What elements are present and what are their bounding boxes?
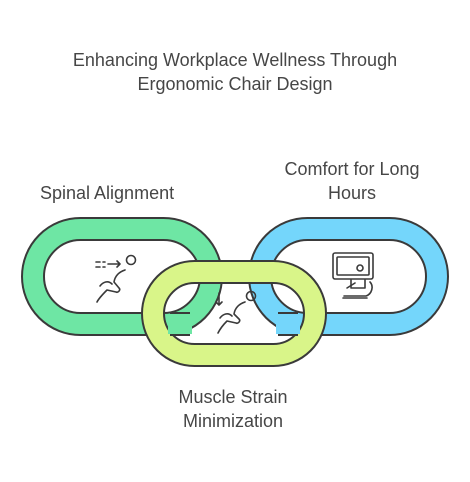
relaxed-sitting-icon [215,290,257,334]
label-comfort-long-hours: Comfort for Long Hours [262,157,442,205]
label-line: Comfort for Long [284,159,420,179]
desk-chair-icon [332,252,374,299]
diagram-title: Enhancing Workplace Wellness Through Erg… [0,48,470,96]
label-line: Minimization [182,411,284,431]
posture-arrow-icon [95,254,137,303]
title-line-1: Enhancing Workplace Wellness Through [72,50,398,70]
label-line: Muscle Strain [178,387,288,407]
chain-link-muscle [141,260,327,367]
label-line: Hours [327,183,376,203]
label-muscle-strain: Muscle Strain Minimization [143,385,323,433]
label-line: Spinal Alignment [40,183,175,203]
label-spinal-alignment: Spinal Alignment [40,181,174,205]
title-line-2: Ergonomic Chair Design [137,74,333,94]
